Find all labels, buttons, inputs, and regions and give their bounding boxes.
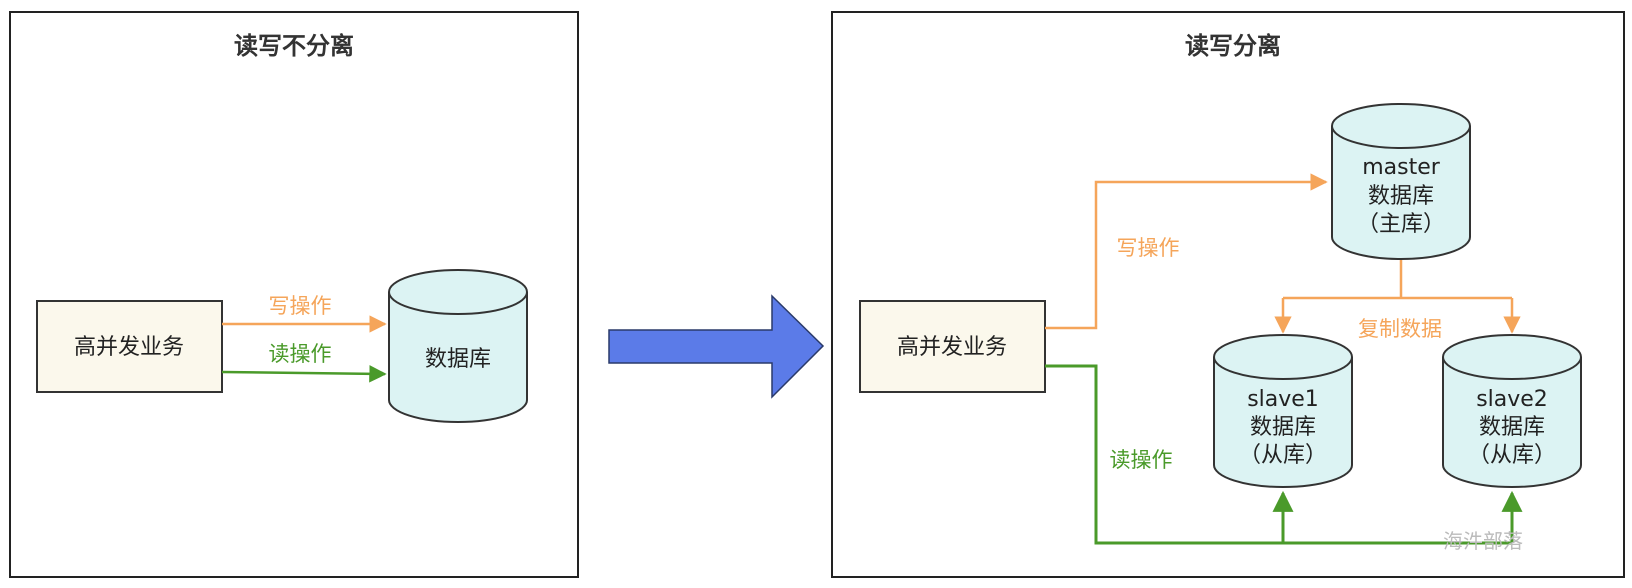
right-read-label: 读操作 [1110, 448, 1173, 472]
left-database-label: 数据库 [425, 347, 491, 372]
right-panel: 读写分离 高并发业务 master 数据库 （主库） slave1 数据库 （从… [831, 11, 1625, 578]
slave1-db-line1: slave1 [1247, 387, 1319, 412]
left-service-box: 高并发业务 [36, 300, 223, 393]
master-database: master 数据库 （主库） [1331, 103, 1471, 260]
right-write-label: 写操作 [1117, 236, 1180, 260]
slave2-db-line1: slave2 [1476, 387, 1548, 412]
watermark: 海汼部落 [1443, 529, 1523, 553]
left-database: 数据库 [388, 269, 528, 423]
slave2-database: slave2 数据库 （从库） [1442, 334, 1582, 488]
master-db-line3: （主库） [1357, 212, 1445, 237]
slave1-db-line3: （从库） [1239, 443, 1327, 468]
right-panel-title: 读写分离 [1185, 32, 1281, 60]
slave2-db-line3: （从库） [1468, 443, 1556, 468]
left-write-label: 写操作 [269, 294, 332, 318]
left-read-label: 读操作 [269, 342, 332, 366]
left-service-box-label: 高并发业务 [74, 335, 184, 360]
left-panel-title: 读写不分离 [234, 32, 354, 60]
right-service-box: 高并发业务 [859, 300, 1046, 393]
right-panel-frame [831, 11, 1625, 578]
right-read-path [1045, 364, 1512, 545]
slave1-database: slave1 数据库 （从库） [1213, 334, 1353, 488]
left-read-arrow [221, 365, 387, 383]
right-write-arrow [1045, 173, 1328, 330]
right-service-box-label: 高并发业务 [897, 335, 1007, 360]
left-panel: 读写不分离 高并发业务 数据库 写操作 读操作 [9, 11, 579, 578]
master-db-line1: master [1362, 155, 1441, 180]
master-db-line2: 数据库 [1368, 184, 1434, 209]
replicate-label: 复制数据 [1358, 317, 1442, 341]
slave1-db-line2: 数据库 [1250, 415, 1316, 440]
transition-arrow [608, 294, 825, 399]
slave2-db-line2: 数据库 [1479, 415, 1545, 440]
